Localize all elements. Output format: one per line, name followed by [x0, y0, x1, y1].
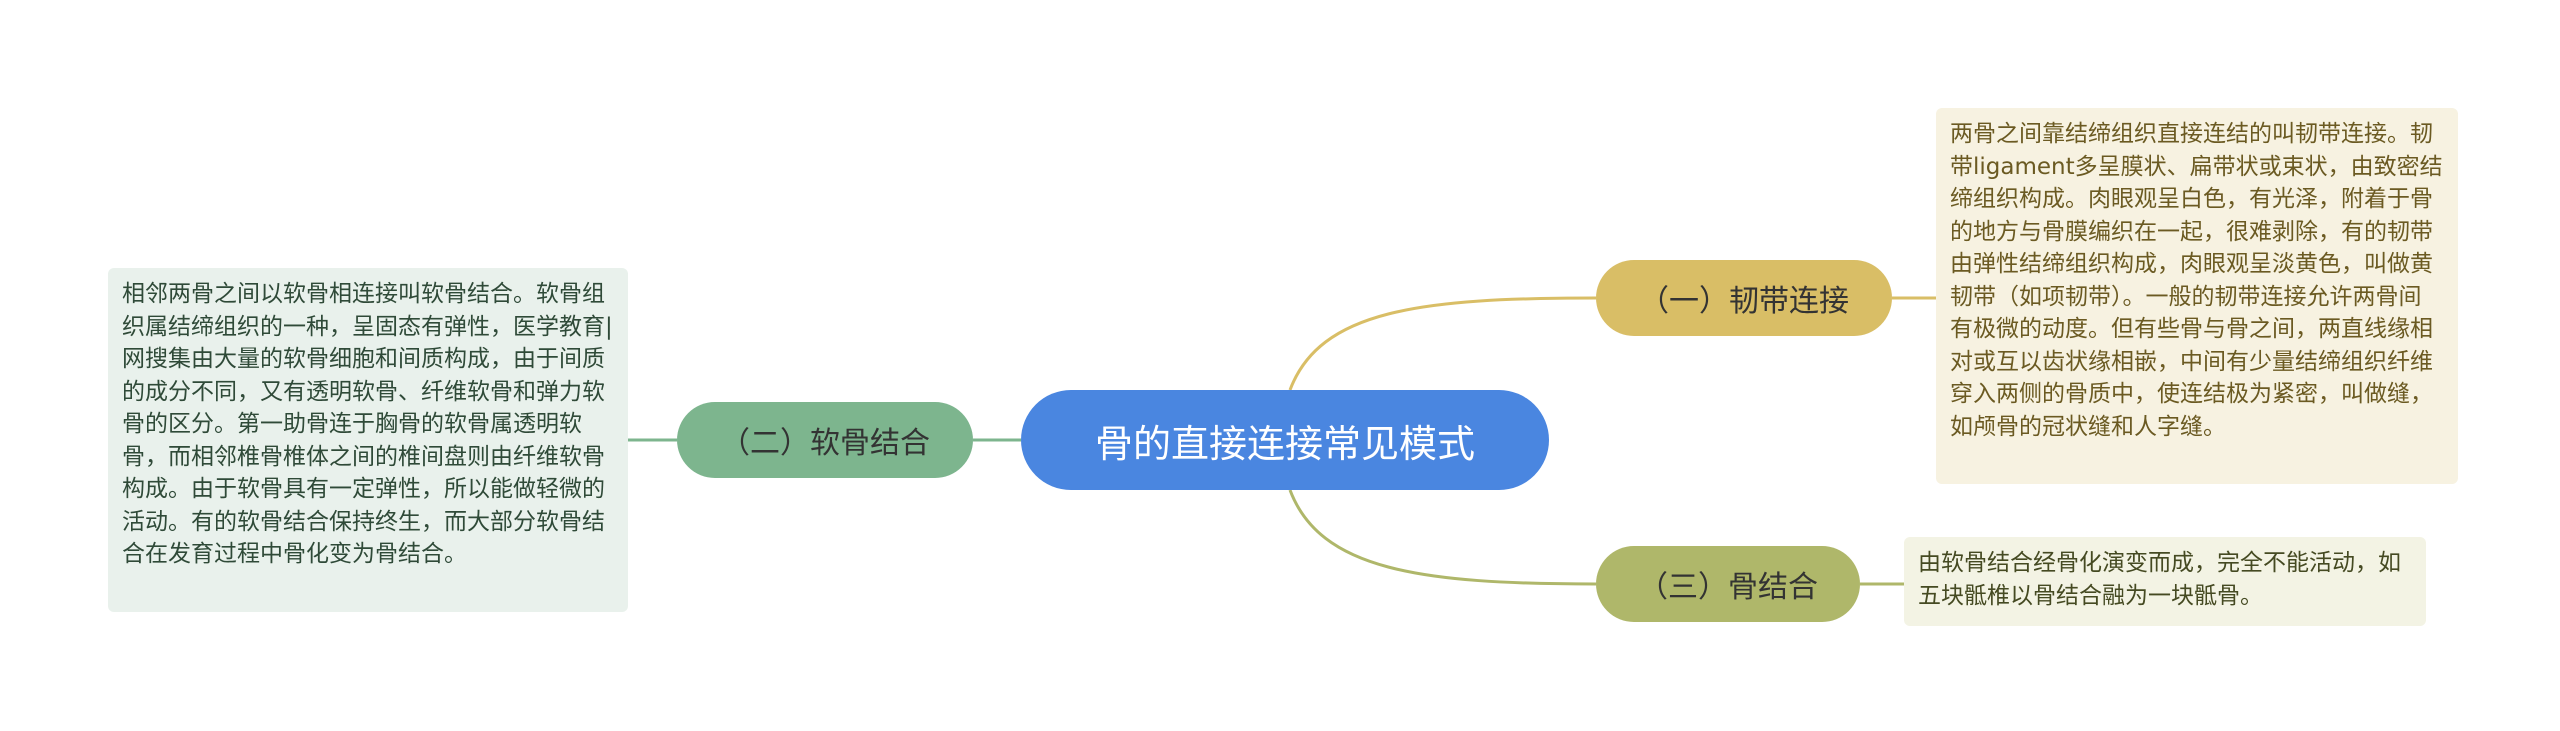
branch-bone-fusion[interactable]: （三）骨结合	[1596, 546, 1860, 622]
note-bone-fusion: 由软骨结合经骨化演变而成，完全不能活动，如五块骶椎以骨结合融为一块骶骨。	[1904, 537, 2426, 626]
connector-root-branch-3	[1288, 489, 1597, 586]
branch-cartilage-joint[interactable]: （二）软骨结合	[677, 402, 973, 478]
branch-ligament-connection[interactable]: （一）韧带连接	[1596, 260, 1892, 336]
note-ligament-connection: 两骨之间靠结缔组织直接连结的叫韧带连接。韧带ligament多呈膜状、扁带状或束…	[1936, 108, 2458, 484]
connector-root-branch-1	[1288, 296, 1597, 391]
root-topic[interactable]: 骨的直接连接常见模式	[1021, 390, 1549, 490]
note-cartilage-joint: 相邻两骨之间以软骨相连接叫软骨结合。软骨组织属结缔组织的一种，呈固态有弹性，医学…	[108, 268, 628, 612]
